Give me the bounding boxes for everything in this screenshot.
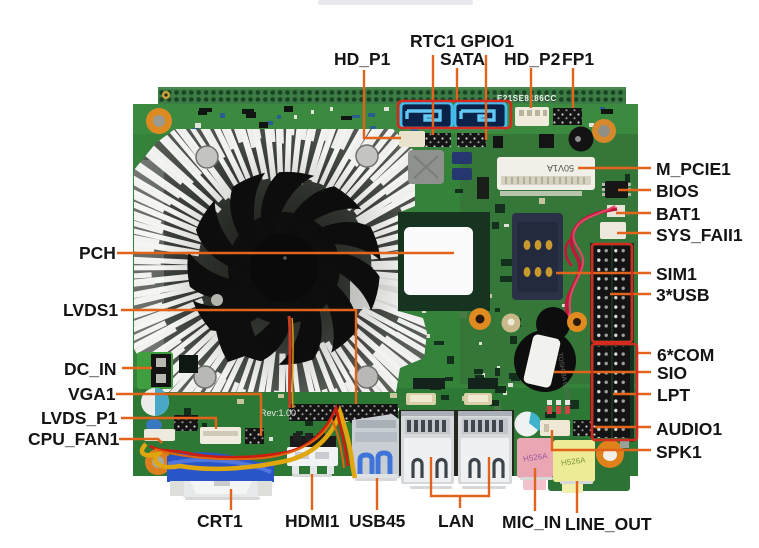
svg-text:SPK1: SPK1 <box>656 442 702 462</box>
svg-text:FP1: FP1 <box>562 49 594 69</box>
svg-text:Rev:1.00: Rev:1.00 <box>260 408 296 418</box>
svg-text:3*USB: 3*USB <box>656 285 710 305</box>
svg-text:LINE_OUT: LINE_OUT <box>565 514 652 534</box>
svg-text:VGA1: VGA1 <box>68 384 116 404</box>
svg-text:DC_IN: DC_IN <box>64 359 117 379</box>
svg-text:E21SE8186CC: E21SE8186CC <box>497 94 557 103</box>
svg-text:LPT: LPT <box>657 385 690 405</box>
svg-text:M_PCIE1: M_PCIE1 <box>656 159 731 179</box>
svg-text:HDMI1: HDMI1 <box>285 511 340 531</box>
svg-text:HD_P2: HD_P2 <box>504 49 561 69</box>
svg-text:BIOS: BIOS <box>656 181 699 201</box>
svg-text:50V1A: 50V1A <box>547 163 574 173</box>
svg-text:CRT1: CRT1 <box>197 511 243 531</box>
svg-text:LVDS_P1: LVDS_P1 <box>41 408 118 428</box>
svg-text:PCH: PCH <box>79 243 116 263</box>
svg-text:SYS_FAII1: SYS_FAII1 <box>656 225 743 245</box>
svg-text:SIM1: SIM1 <box>656 264 697 284</box>
svg-text:SIO: SIO <box>657 363 687 383</box>
svg-text:LVDS1: LVDS1 <box>63 300 118 320</box>
svg-text:H526A: H526A <box>523 451 549 463</box>
svg-text:MIC_IN: MIC_IN <box>502 512 561 532</box>
svg-text:LAN: LAN <box>438 511 474 531</box>
svg-text:AUDIO1: AUDIO1 <box>656 419 722 439</box>
svg-text:6*COM: 6*COM <box>657 345 714 365</box>
svg-text:SATA: SATA <box>440 49 485 69</box>
svg-text:RTC1 GPIO1: RTC1 GPIO1 <box>410 31 514 51</box>
svg-text:CPU_FAN1: CPU_FAN1 <box>28 429 120 449</box>
svg-text:HD_P1: HD_P1 <box>334 49 391 69</box>
svg-text:USB45: USB45 <box>349 511 406 531</box>
svg-text:BAT1: BAT1 <box>656 204 701 224</box>
svg-text:H526A: H526A <box>561 455 587 467</box>
